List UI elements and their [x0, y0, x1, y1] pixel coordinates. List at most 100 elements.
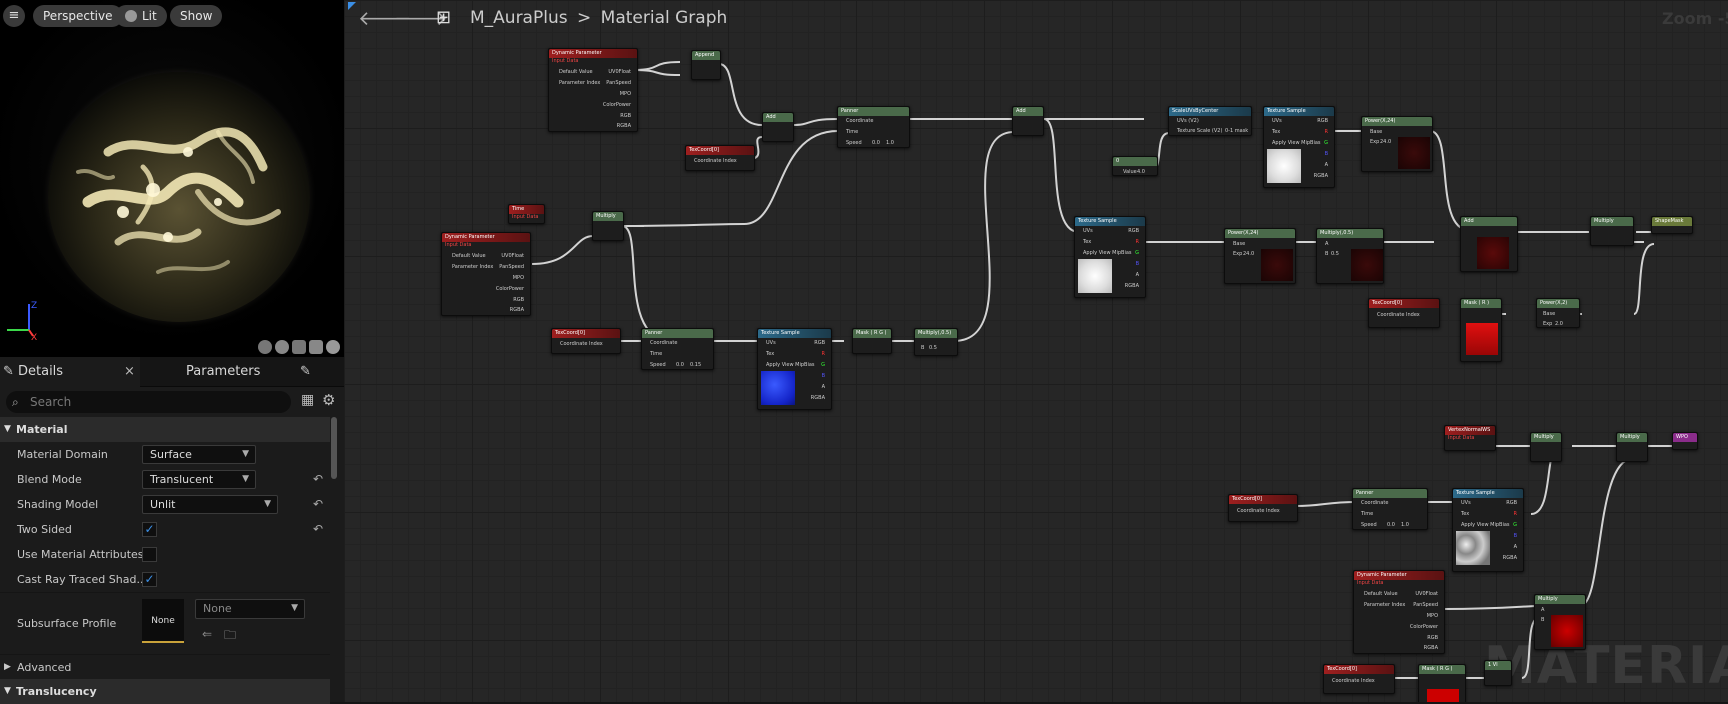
- subsurface-profile-thumbnail[interactable]: None: [142, 599, 184, 643]
- show-button[interactable]: Show: [170, 5, 223, 27]
- pin-out-r[interactable]: R: [1324, 129, 1328, 135]
- pin-tex[interactable]: Tex: [1461, 511, 1470, 517]
- pin-speed[interactable]: Speed: [1361, 522, 1377, 528]
- pin-exp-value[interactable]: 2.0: [1555, 321, 1563, 327]
- details-scrollbar[interactable]: [331, 417, 337, 479]
- pin-speed[interactable]: Speed: [846, 140, 862, 146]
- pin-speed[interactable]: Speed: [650, 362, 666, 368]
- pin-exp[interactable]: Exp: [1370, 139, 1380, 145]
- node-multiply-1[interactable]: Multiply: [592, 211, 624, 241]
- pin-out-1[interactable]: PanSpeed: [499, 264, 524, 270]
- speed-x-value[interactable]: 0.0: [872, 140, 880, 146]
- node-dynamic-parameter-1[interactable]: Dynamic Parameter Input Data Default Val…: [548, 48, 638, 132]
- node-add-3[interactable]: Add: [1460, 216, 1518, 272]
- node-mask-2[interactable]: Mask ( R ): [1460, 298, 1502, 362]
- pin-out-5[interactable]: RGBA: [509, 307, 524, 313]
- pin-out-rgb[interactable]: RGB: [1128, 228, 1139, 234]
- pin-time[interactable]: Time: [846, 129, 859, 135]
- breadcrumb-asset[interactable]: M_AuraPlus: [470, 8, 568, 28]
- pin-b[interactable]: B: [921, 345, 925, 351]
- node-power-3[interactable]: Power(X,2) Base Exp 2.0: [1536, 298, 1580, 328]
- section-translucency[interactable]: ▼ Translucency: [0, 679, 330, 704]
- preview-sphere-icon[interactable]: [275, 340, 289, 354]
- browse-asset-icon[interactable]: 🗀: [224, 628, 237, 642]
- pin-out-rgba[interactable]: RGBA: [1313, 173, 1328, 179]
- pin-out-5[interactable]: RGBA: [1423, 645, 1438, 651]
- pin-out-rgb[interactable]: RGB: [814, 340, 825, 346]
- node-texcoord-5[interactable]: TexCoord[0] Coordinate Index: [1323, 664, 1395, 694]
- speed-y-value[interactable]: 1.0: [886, 140, 894, 146]
- pin-base[interactable]: Base: [1370, 129, 1383, 135]
- blend-mode-dropdown[interactable]: Translucent▼: [142, 470, 256, 489]
- pin-uvs[interactable]: UVs: [1461, 500, 1471, 506]
- pin-out-0[interactable]: UV0Float: [608, 69, 631, 75]
- node-time[interactable]: Time Input Data: [508, 204, 545, 224]
- pin-b-value[interactable]: 0.5: [929, 345, 937, 351]
- pin-base[interactable]: Base: [1233, 241, 1246, 247]
- preview-custom-mesh-icon[interactable]: [326, 340, 340, 354]
- pin-out-g[interactable]: G: [821, 362, 825, 368]
- speed-y-value[interactable]: 0.15: [690, 362, 702, 368]
- reset-to-default-icon[interactable]: ↶: [313, 497, 324, 511]
- node-power-2[interactable]: Power(X,24) Base Exp 24.0: [1224, 228, 1296, 284]
- node-wpo[interactable]: WPO: [1672, 432, 1698, 450]
- pin-out-a[interactable]: A: [1324, 162, 1328, 168]
- section-advanced[interactable]: ▶ Advanced: [0, 654, 330, 679]
- pin-out-rgb[interactable]: RGB: [1506, 500, 1517, 506]
- node-texture-sample-noise[interactable]: Texture Sample UVs Tex Apply View MipBia…: [1452, 488, 1524, 572]
- back-arrow-icon[interactable]: 🡐: [358, 6, 412, 30]
- two-sided-checkbox[interactable]: ✓: [142, 522, 157, 537]
- section-material[interactable]: ▼ Material: [0, 417, 330, 442]
- pin-out-rgba[interactable]: RGBA: [1124, 283, 1139, 289]
- reset-to-default-icon[interactable]: ↶: [313, 472, 324, 486]
- node-append[interactable]: Append: [691, 50, 721, 80]
- node-shapemask[interactable]: ShapeMask: [1651, 216, 1693, 234]
- pin-texture-scale[interactable]: Texture Scale (V2): [1177, 128, 1223, 134]
- pin-out-3[interactable]: ColorPower: [1409, 624, 1438, 630]
- pin-out-b[interactable]: B: [1324, 151, 1328, 157]
- pin-out-5[interactable]: RGBA: [616, 123, 631, 129]
- node-add-2[interactable]: Add: [1012, 106, 1044, 136]
- pin-out-2[interactable]: MPO: [512, 275, 524, 281]
- pin-out-b[interactable]: B: [1135, 261, 1139, 267]
- cast-ray-traced-shadows-checkbox[interactable]: ✓: [142, 572, 157, 587]
- tab-details[interactable]: ✎ Details ×: [0, 357, 140, 387]
- pin-out-3[interactable]: ColorPower: [495, 286, 524, 292]
- node-multiply-7[interactable]: Multiply A B: [1534, 594, 1586, 650]
- node-panner-2[interactable]: Panner Coordinate Time Speed 0.0 0.15: [641, 328, 714, 370]
- pin-uvs[interactable]: UVs (V2): [1177, 118, 1199, 124]
- pin-b[interactable]: B: [1541, 617, 1545, 623]
- pin-a[interactable]: A: [1325, 241, 1329, 247]
- node-multiply-8[interactable]: 1 Vl: [1484, 660, 1512, 686]
- node-vertex-normal-ws[interactable]: VertexNormalWS Input Data: [1444, 425, 1496, 451]
- node-panner-1[interactable]: Panner Coordinate Time Speed 0.0 1.0: [837, 106, 910, 148]
- tab-parameters[interactable]: ✎ Parameters: [148, 357, 311, 387]
- reset-to-default-icon[interactable]: ↶: [313, 522, 324, 536]
- node-multiply-4[interactable]: Multiply: [1590, 216, 1634, 246]
- node-texture-sample-blue[interactable]: Texture Sample UVs Tex Apply View MipBia…: [757, 328, 832, 410]
- pin-a[interactable]: A: [1541, 607, 1545, 613]
- pin-out-a[interactable]: A: [821, 384, 825, 390]
- pin-coordinate[interactable]: Coordinate: [650, 340, 678, 346]
- speed-x-value[interactable]: 0.0: [1387, 522, 1395, 528]
- pin-out-a[interactable]: A: [1135, 272, 1139, 278]
- pin-exp[interactable]: Exp: [1233, 251, 1243, 257]
- pin-uvs[interactable]: UVs: [766, 340, 776, 346]
- close-icon[interactable]: ×: [124, 364, 135, 379]
- pin-uvs[interactable]: UVs: [1083, 228, 1093, 234]
- pin-out-r[interactable]: R: [1513, 511, 1517, 517]
- pin-out-rgba[interactable]: RGBA: [810, 395, 825, 401]
- lit-button[interactable]: Lit: [115, 5, 167, 27]
- node-mask-1[interactable]: Mask ( R G ): [852, 328, 892, 354]
- pin-apply-view-mipbias[interactable]: Apply View MipBias: [1083, 250, 1132, 256]
- node-scale-uvs-by-center[interactable]: ScaleUVsByCenter UVs (V2) Texture Scale …: [1168, 106, 1252, 136]
- speed-y-value[interactable]: 1.0: [1401, 522, 1409, 528]
- pin-b-value[interactable]: 0.5: [1331, 251, 1339, 257]
- pin-out-rgb[interactable]: RGB: [1317, 118, 1328, 124]
- node-texcoord-4[interactable]: TexCoord[0] Coordinate Index: [1228, 494, 1298, 522]
- perspective-button[interactable]: Perspective: [33, 5, 123, 27]
- pin-out-r[interactable]: R: [821, 351, 825, 357]
- pin-tex[interactable]: Tex: [766, 351, 775, 357]
- pin-out-0[interactable]: UV0Float: [1415, 591, 1438, 597]
- pin-out-4[interactable]: RGB: [620, 113, 631, 119]
